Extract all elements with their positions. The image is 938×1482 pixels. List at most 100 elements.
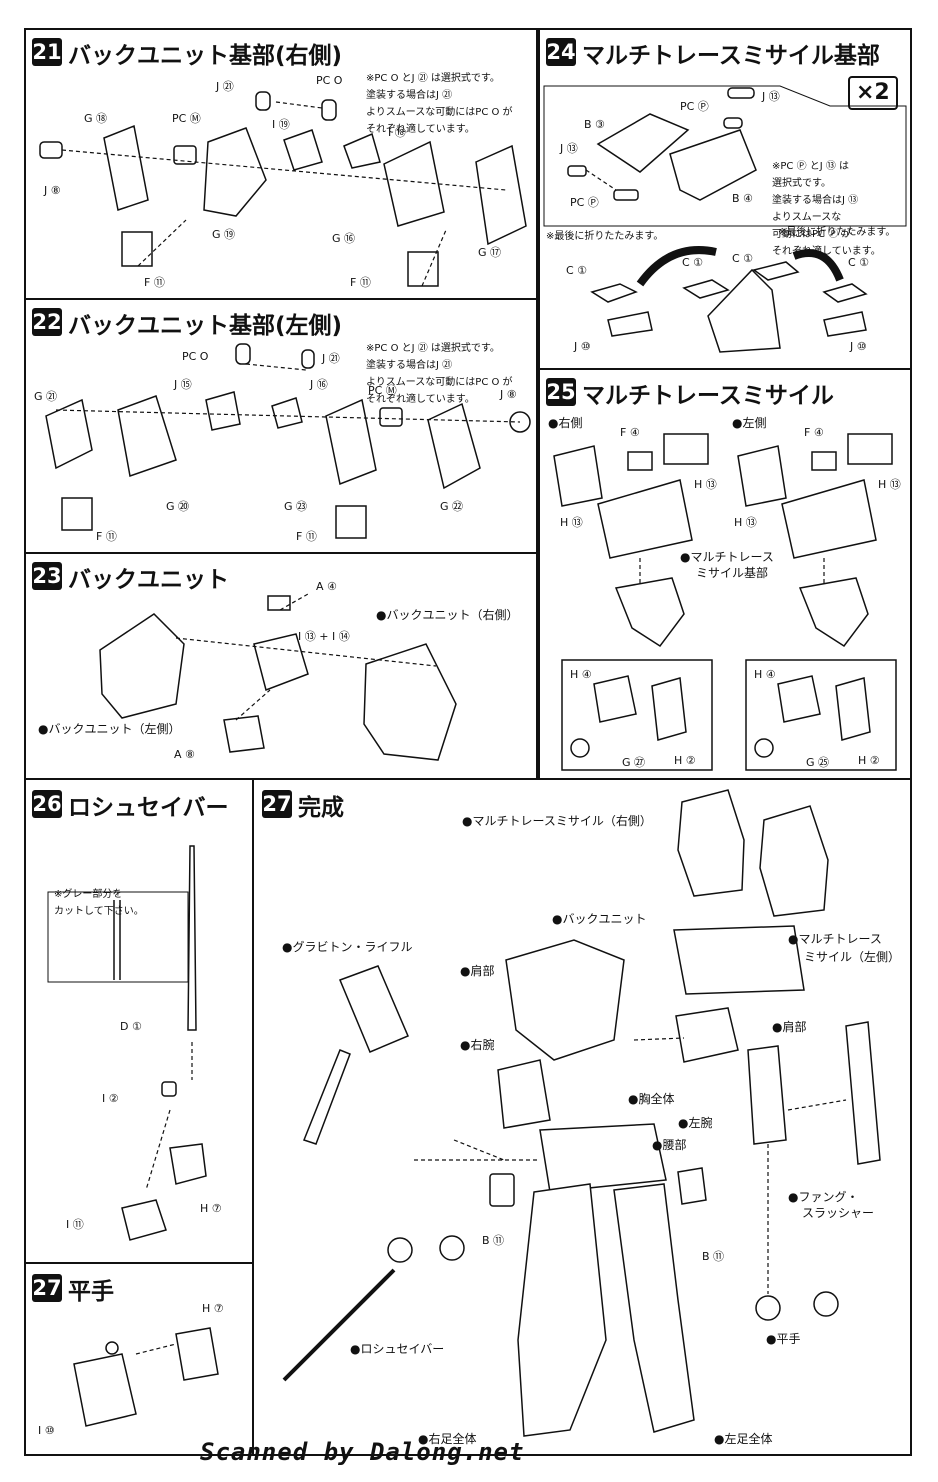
step-24-label: C ① [566, 264, 588, 277]
step-21-label: PC Ⓜ [172, 112, 201, 125]
step-22-title: バックユニット基部(左側) [68, 313, 343, 339]
scan-credit: Scanned by Dalong.net [200, 1438, 525, 1466]
step-25-panel: 25 マルチトレースミサイル ●右側 ●左側 F ④ H ⑬ H ⑬ F ④ H… [538, 368, 912, 780]
step-24-label: J ⑬ [560, 142, 578, 155]
step-25-bullet: ●マルチトレース [680, 550, 774, 564]
step-21-label: G ⑱ [84, 112, 108, 125]
step-22-label: J ⑮ [174, 378, 192, 391]
step-25-label: H ⑬ [694, 478, 717, 491]
step-23-bullet: ●バックユニット（右側） [376, 608, 519, 622]
step-24-label: C ① [682, 256, 704, 269]
step-21-label: F ⑪ [144, 276, 165, 289]
fold-note: ※最後に折りたたみます。 [778, 227, 896, 238]
step-26-label: I ② [102, 1092, 119, 1105]
fold-note: ※最後に折りたたみます。 [546, 231, 664, 242]
step-25-label: H ④ [754, 668, 776, 681]
step-27-complete-diagram [282, 789, 881, 1437]
complete-label: B ⑪ [702, 1250, 725, 1263]
step-22-label: J ⑯ [310, 378, 328, 391]
complete-bullet: ●平手 [766, 1332, 801, 1346]
step-25-diagram [553, 433, 897, 771]
step-24-label: B ④ [732, 192, 753, 205]
complete-bullet: ●グラビトン・ライフル [282, 940, 413, 954]
step-25-label: H ⑬ [734, 516, 757, 529]
step-23-diagram [99, 593, 457, 761]
step-26-number: 26 [32, 790, 62, 818]
complete-bullet: ●マルチトレース [788, 932, 882, 946]
step-21-label: I ⑲ [272, 118, 290, 131]
complete-bullet: ●ファング・ [788, 1190, 859, 1204]
step-22-diagram [45, 343, 531, 539]
step-26-label: D ① [120, 1020, 142, 1033]
step-24-title: マルチトレースミサイル基部 [582, 43, 880, 69]
step-23-label: I ⑬ + I ⑭ [298, 630, 350, 643]
complete-bullet: ●左腕 [678, 1116, 713, 1130]
step-21-label: PC Ο [316, 74, 343, 87]
step-22-panel: 22 バックユニット基部(左側) ※PC Ο とJ ㉑ は選択式です。塗装する場… [24, 298, 538, 554]
step-24-label: C ① [732, 252, 754, 265]
step-23-label: A ④ [316, 580, 337, 593]
step-23-bullet: ●バックユニット（左側） [38, 722, 181, 736]
step-26-note: ※グレー部分をカットして下さい。 [54, 889, 144, 917]
step-24-label: J ⑩ [850, 340, 867, 353]
step-23-label: A ⑧ [174, 748, 195, 761]
step-25-label: F ④ [620, 426, 640, 439]
step-26-label: H ⑦ [200, 1202, 222, 1215]
complete-bullet: ●胸全体 [628, 1092, 675, 1106]
step-27-complete-panel: 27 完成 ●マルチトレースミサイル（右側） ●バックユニット ●マルチ [252, 778, 912, 1456]
step-25-number: 25 [546, 378, 576, 406]
step-24-label: J ⑬ [762, 90, 780, 103]
step-27-hand-panel: 27 平手 H ⑦ I ⑩ [24, 1262, 254, 1456]
complete-bullet: ●バックユニット [552, 912, 647, 926]
step-23-panel: 23 バックユニット A ④ I ⑬ + I ⑭ A ⑧ ●バックユニット（右側… [24, 552, 538, 780]
complete-bullet: ●左足全体 [714, 1432, 773, 1446]
step-26-title: ロシュセイバー [68, 795, 229, 821]
step-24-number: 24 [546, 38, 576, 66]
step-25-label: H ⑬ [878, 478, 901, 491]
complete-bullet: ●肩部 [772, 1020, 807, 1034]
step-26-diagram [47, 845, 207, 1241]
step-21-title: バックユニット基部(右側) [68, 43, 343, 69]
step-22-label: G ㉒ [440, 500, 464, 513]
step-21-label: G ⑰ [478, 246, 502, 259]
multiplier-badge: ×2 [848, 76, 898, 110]
step-21-label: J ⑧ [44, 184, 61, 197]
complete-bullet: ●右足全体 [418, 1432, 477, 1446]
step-21-panel: 21 バックユニット基部(右側) ※PC Ο とJ ㉑ は選択式です。塗装する場… [24, 28, 538, 300]
step-27-hand-title: 平手 [68, 1279, 114, 1305]
step-22-label: G ⑳ [166, 500, 190, 513]
step-24-label: J ⑩ [574, 340, 591, 353]
step-21-number: 21 [32, 38, 62, 66]
step-27-complete-number: 27 [262, 790, 292, 818]
step-27-hand-label: I ⑩ [38, 1424, 55, 1437]
complete-bullet: ●右腕 [460, 1038, 495, 1052]
complete-label: B ⑪ [482, 1234, 505, 1247]
step-22-label: J ㉑ [322, 352, 340, 365]
step-24-label: PC Ⓟ [570, 196, 599, 209]
step-27-hand-diagram [73, 1327, 219, 1427]
complete-bullet: ミサイル（左側） [804, 950, 901, 964]
side-label-left: ●左側 [732, 416, 767, 430]
step-24-label: C ① [848, 256, 870, 269]
complete-bullet: ●マルチトレースミサイル（右側） [462, 814, 652, 828]
step-27-hand-label: H ⑦ [202, 1302, 224, 1315]
complete-bullet: ●肩部 [460, 964, 495, 978]
step-22-number: 22 [32, 308, 62, 336]
step-25-label: H ② [858, 754, 880, 767]
step-21-label: G ⑯ [332, 232, 356, 245]
step-25-label: H ④ [570, 668, 592, 681]
step-25-label: H ⑬ [560, 516, 583, 529]
step-22-label: G ㉑ [34, 390, 58, 403]
step-21-diagram [39, 91, 527, 287]
step-24-label: B ③ [584, 118, 605, 131]
step-22-label: PC Ο [182, 350, 209, 363]
step-25-label: H ② [674, 754, 696, 767]
complete-bullet: ●ロシュセイバー [350, 1342, 445, 1356]
step-22-label: F ⑪ [96, 530, 117, 543]
step-21-label: J ㉑ [216, 80, 234, 93]
step-22-label: G ㉓ [284, 500, 308, 513]
step-27-hand-number: 27 [32, 1274, 62, 1302]
step-24-label: PC Ⓟ [680, 100, 709, 113]
